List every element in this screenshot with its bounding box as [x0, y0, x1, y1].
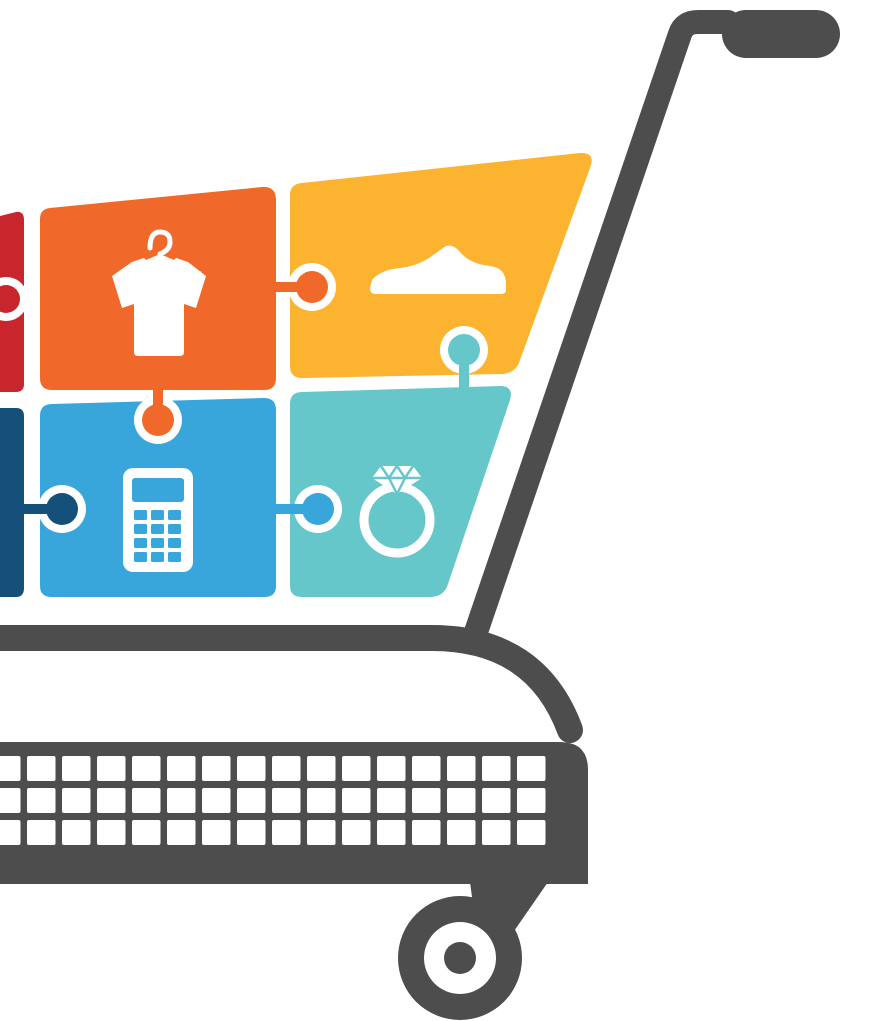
calculator-key	[168, 524, 181, 534]
calculator-keys	[134, 510, 181, 562]
basket-grid-cell	[482, 788, 511, 813]
basket-grid-cell	[517, 820, 546, 845]
basket-grid-cell	[517, 788, 546, 813]
knob-red	[0, 285, 20, 313]
bridge-blue	[270, 504, 314, 514]
tile-bottom-left	[0, 408, 24, 597]
basket-grid-cell	[62, 756, 91, 781]
basket-grid-cell	[377, 820, 406, 845]
calculator-screen	[132, 478, 184, 502]
hanger-hook	[147, 229, 173, 257]
basket-grid-cell	[307, 788, 336, 813]
basket-grid-cell	[167, 788, 196, 813]
knob-teal-up	[448, 334, 480, 366]
basket-grid-cell	[377, 788, 406, 813]
calculator-key	[134, 510, 147, 520]
basket-grid-cell	[132, 820, 161, 845]
basket-grid-cell	[97, 820, 126, 845]
basket-grid-cell	[0, 756, 21, 781]
basket-grid-cell	[237, 820, 266, 845]
calculator-icon	[123, 468, 193, 572]
calculator-key	[168, 552, 181, 562]
basket-grid-cell	[307, 756, 336, 781]
knob-blue	[302, 493, 334, 525]
cart-handle-grip	[722, 10, 840, 58]
cart-handle-pole	[464, 10, 740, 644]
basket-grid-cell	[237, 756, 266, 781]
basket-grid-cell	[27, 756, 56, 781]
bridge-orange-right	[270, 282, 300, 292]
calculator-key	[134, 552, 147, 562]
basket-grid-cell	[377, 756, 406, 781]
basket-grid-cell	[62, 788, 91, 813]
basket-grid-cell	[447, 788, 476, 813]
basket-grid-cell	[237, 788, 266, 813]
basket-grid-cell	[97, 756, 126, 781]
basket-grid-cell	[482, 756, 511, 781]
calculator-key	[168, 510, 181, 520]
knob-orange-down	[142, 404, 174, 436]
basket-grid-cell	[27, 820, 56, 845]
basket-grid-cell	[307, 820, 336, 845]
bridge-orange-down	[153, 384, 163, 412]
basket-grid-cell	[447, 820, 476, 845]
basket-grid-cell	[0, 820, 21, 845]
knob-navy	[46, 493, 78, 525]
basket-grid-cell	[62, 820, 91, 845]
basket-grid-cell	[0, 788, 21, 813]
basket-grid-cell	[202, 788, 231, 813]
basket-grid-cell	[132, 788, 161, 813]
bridge-teal-up	[459, 356, 469, 392]
shoe-icon	[370, 245, 506, 294]
basket-grid-cell	[272, 756, 301, 781]
bridge-navy	[18, 504, 58, 514]
calculator-key	[134, 538, 147, 548]
basket-grid-cell	[517, 756, 546, 781]
basket-grid-cell	[167, 756, 196, 781]
calculator-key	[151, 538, 164, 548]
shirt-icon	[112, 229, 206, 356]
basket-grid-cell	[342, 820, 371, 845]
basket-grid-cell	[202, 756, 231, 781]
basket-grid-cell	[167, 820, 196, 845]
basket-grid-cell	[447, 756, 476, 781]
basket-grid-cell	[27, 788, 56, 813]
calculator-key	[151, 510, 164, 520]
basket-grid-cell	[412, 820, 441, 845]
calculator-key	[151, 552, 164, 562]
knob-orange-right	[296, 271, 328, 303]
basket-grid-cell	[412, 788, 441, 813]
ring-gem-facets	[372, 463, 422, 497]
calculator-key	[168, 538, 181, 548]
calculator-key	[151, 524, 164, 534]
cart-frame	[0, 10, 840, 1020]
cart-wheel-axle	[444, 942, 476, 974]
basket-grid-cell	[272, 788, 301, 813]
basket-grid-cell	[202, 820, 231, 845]
basket-grid-cell	[132, 756, 161, 781]
cart-top-rail	[0, 625, 583, 743]
basket-grid-cell	[272, 820, 301, 845]
shirt-body	[112, 258, 206, 356]
basket-grid-cell	[482, 820, 511, 845]
basket-grid-cell	[97, 788, 126, 813]
puzzle-connectors	[0, 263, 488, 533]
ring-icon	[359, 463, 435, 558]
cart-basket-grid	[0, 756, 546, 845]
basket-grid-cell	[342, 756, 371, 781]
basket-grid-cell	[342, 788, 371, 813]
calculator-key	[134, 524, 147, 534]
basket-grid-cell	[412, 756, 441, 781]
shoe-body	[370, 245, 506, 294]
